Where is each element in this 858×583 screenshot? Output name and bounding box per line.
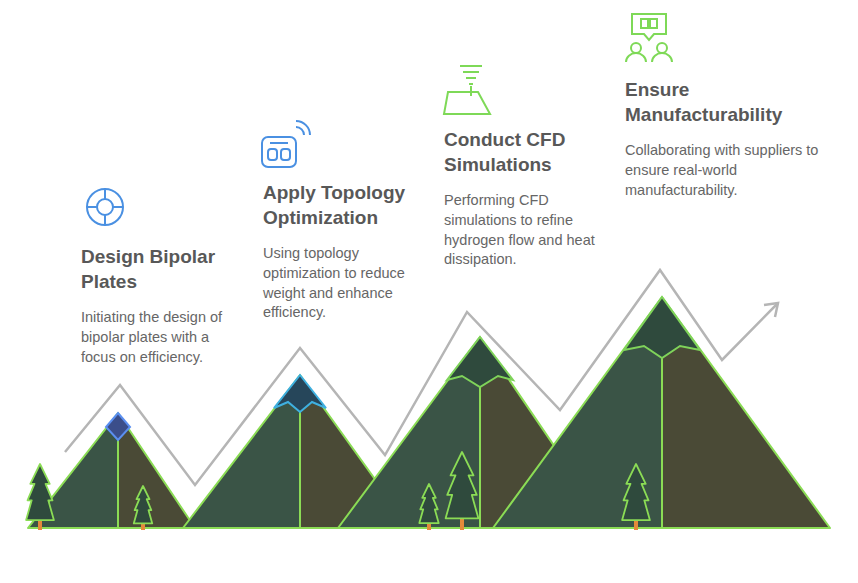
step-block: Apply Topology OptimizationUsing topolog…: [263, 181, 428, 323]
progress-arrowhead: [764, 303, 778, 317]
step-heading: Conduct CFD Simulations: [444, 128, 612, 177]
target-icon: [87, 189, 123, 225]
mountain: [493, 297, 830, 528]
step-description: Performing CFD simulations to refine hyd…: [444, 191, 612, 269]
step-description: Initiating the design of bipolar plates …: [81, 308, 241, 367]
mountain: [28, 413, 195, 528]
pine-tree: [26, 464, 54, 530]
step-block: Conduct CFD SimulationsPerforming CFD si…: [444, 128, 612, 270]
step-heading: Apply Topology Optimization: [263, 181, 428, 230]
step-description: Collaborating with suppliers to ensure r…: [625, 141, 830, 200]
pine-tree: [134, 486, 152, 530]
collaboration-icon: [626, 14, 672, 62]
device-icon: [262, 121, 310, 167]
pine-tree: [419, 484, 438, 530]
step-heading: Ensure Manufacturability: [625, 78, 830, 127]
pine-tree: [446, 452, 479, 530]
step-heading: Design Bipolar Plates: [81, 245, 241, 294]
step-block: Design Bipolar PlatesInitiating the desi…: [81, 245, 241, 367]
step-description: Using topology optimization to reduce we…: [263, 244, 428, 322]
pine-tree: [622, 464, 650, 530]
simulation-icon: [444, 66, 490, 114]
step-block: Ensure ManufacturabilityCollaborating wi…: [625, 78, 830, 200]
